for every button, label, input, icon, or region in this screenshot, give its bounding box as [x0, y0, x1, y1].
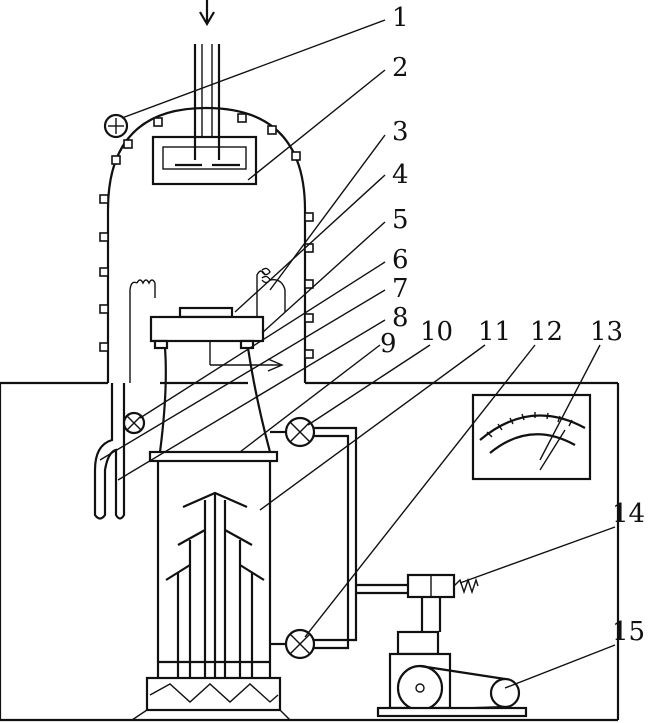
label-10: 10 [420, 317, 453, 347]
vacuum-meter [471, 393, 592, 481]
heater-coils [99, 113, 314, 359]
valve-lower [284, 628, 316, 660]
label-1: 1 [392, 3, 409, 33]
vacuum-piping [270, 426, 408, 650]
gas-inlet-arrow [199, 0, 215, 27]
label-6: 6 [392, 245, 409, 275]
top-electrode [151, 135, 258, 186]
label-5: 5 [392, 205, 409, 235]
label-2: 2 [392, 53, 409, 83]
solenoid-valve [406, 573, 479, 632]
pump-throat [158, 347, 272, 453]
diffusion-pump [148, 450, 279, 678]
valve-upper [284, 416, 316, 448]
pressure-gauge [103, 113, 129, 139]
label-11: 11 [478, 317, 511, 347]
label-12: 12 [530, 317, 563, 347]
label-9: 9 [380, 329, 397, 359]
label-8: 8 [392, 303, 409, 333]
leader-lines [99, 19, 616, 721]
label-14: 14 [612, 499, 645, 529]
label-3: 3 [392, 117, 409, 147]
mechanical-pump [376, 630, 528, 718]
label-4: 4 [392, 160, 409, 190]
label-13: 13 [590, 317, 623, 347]
cabinet-frame [0, 381, 620, 722]
label-15: 15 [612, 617, 645, 647]
label-7: 7 [392, 274, 409, 304]
filament-electrodes [129, 267, 286, 383]
substrate-stage [149, 306, 284, 372]
pump-heater [145, 676, 282, 712]
thermocouple-probe [93, 383, 146, 520]
callout-labels: 1 2 3 4 5 6 7 8 9 10 11 12 13 14 15 [380, 3, 645, 647]
